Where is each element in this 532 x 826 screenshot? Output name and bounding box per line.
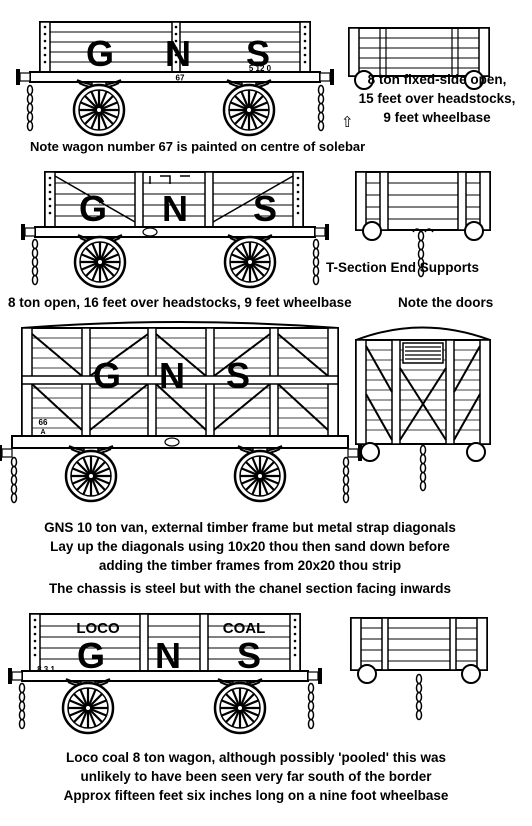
- caption-line: GNS 10 ton van, external timber frame bu…: [44, 520, 456, 535]
- wagon-4-letter-n: N: [155, 635, 181, 676]
- wagon-1-number-plate: 5 12 0: [249, 64, 272, 73]
- up-arrow-icon: ⇧: [341, 113, 354, 131]
- caption-line: adding the timber frames from 20x20 thou…: [98, 558, 402, 573]
- wagon-3-side-number: 66: [39, 418, 48, 427]
- wagon-1-caption: 8 ton fixed-side open, 15 feet over head…: [342, 70, 532, 127]
- caption-line: The chassis is steel but with the chanel…: [48, 581, 452, 596]
- caption-line: unlikely to have been seen very far sout…: [80, 769, 432, 784]
- wagon-4-caption: Loco coal 8 ton wagon, although possibly…: [0, 748, 512, 805]
- wagon-1-side-view: G N S 5 12 0 67: [15, 21, 335, 137]
- caption-line: 9 feet wheelbase: [383, 110, 491, 125]
- wagon-3-side-plate: A: [40, 429, 45, 436]
- wagon-3-letter-n: N: [159, 355, 185, 396]
- wagon-1-letter-s: S: [246, 33, 270, 74]
- wagon-3-side-view: G N S 66 A: [0, 321, 363, 504]
- wagon-1-solebar-number: 67: [176, 74, 185, 83]
- wagon-2-letter-g: G: [79, 188, 107, 229]
- wagon-1-note: Note wagon number 67 is painted on centr…: [30, 139, 366, 154]
- wagon-2-side-view: G N S: [20, 171, 330, 289]
- caption-line: 15 feet over headstocks,: [358, 91, 516, 106]
- caption-line: Loco coal 8 ton wagon, although possibly…: [66, 750, 446, 765]
- wagon-2-letter-s: S: [253, 188, 277, 229]
- wagon-4-side-view: LOCO COAL G N S 8 3 1: [7, 613, 323, 735]
- wagon-2-end-caption: T-Section End Supports: [326, 260, 480, 275]
- wagon-4-word-loco: LOCO: [76, 620, 120, 637]
- wagon-3-end-view: [355, 326, 491, 492]
- wagon-1-letter-n: N: [165, 33, 191, 74]
- wagon-4-end-view: [350, 617, 488, 721]
- caption-line: Approx fifteen feet six inches long on a…: [63, 788, 449, 803]
- wagon-3-letter-s: S: [226, 355, 250, 396]
- caption-line: Lay up the diagonals using 10x20 thou th…: [50, 539, 450, 554]
- wagon-1-end-view: [348, 27, 490, 90]
- wagon-3-letter-g: G: [93, 355, 121, 396]
- caption-line: 8 ton fixed-side open,: [367, 72, 507, 87]
- wagon-2-end-view: [355, 171, 491, 278]
- wagon-3-caption: GNS 10 ton van, external timber frame bu…: [0, 518, 500, 598]
- wagon-2-doors-note: Note the doors: [398, 295, 494, 310]
- wagon-4-number-plate: 8 3 1: [37, 665, 55, 674]
- wagon-1-letter-g: G: [86, 33, 114, 74]
- wagon-2-letter-n: N: [162, 188, 188, 229]
- wagon-4-letter-g: G: [77, 635, 105, 676]
- wagon-2-caption: 8 ton open, 16 feet over headstocks, 9 f…: [8, 295, 352, 310]
- wagon-4-letter-s: S: [237, 635, 261, 676]
- wagon-4-word-coal: COAL: [223, 620, 266, 637]
